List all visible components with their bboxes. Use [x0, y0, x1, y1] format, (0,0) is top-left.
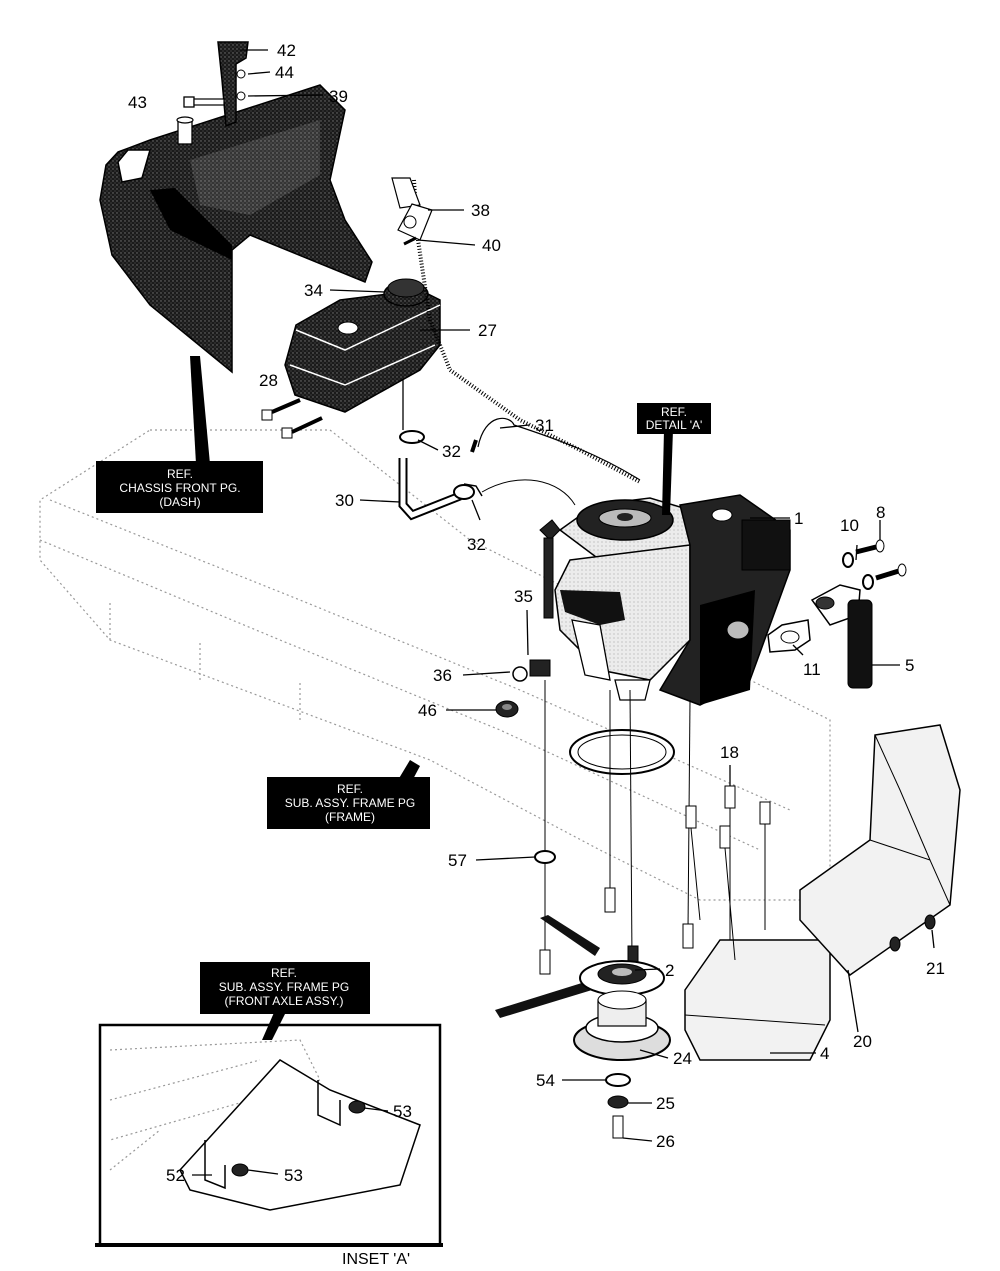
callout-24: 24 [673, 1049, 692, 1068]
washer-54 [605, 1073, 631, 1087]
heat-shield-4 [684, 939, 831, 1061]
ref-axle-line3: (FRONT AXLE ASSY.) [225, 994, 344, 1008]
callout-53-upper: 53 [393, 1102, 412, 1121]
ref-axle-line2: SUB. ASSY. FRAME PG [219, 980, 350, 994]
ref-chassis-line1: REF. [167, 467, 193, 481]
bolt-8 [855, 539, 907, 581]
callout-25: 25 [656, 1094, 675, 1113]
callout-52: 52 [166, 1166, 185, 1185]
callout-numbers: 42 44 43 39 38 40 34 27 28 31 32 30 32 1… [128, 41, 945, 1185]
washer-57 [534, 850, 556, 864]
callout-4: 4 [820, 1044, 829, 1063]
callout-36: 36 [433, 666, 452, 685]
ref-axle-line1: REF. [271, 966, 297, 980]
callout-30: 30 [335, 491, 354, 510]
callout-57: 57 [448, 851, 467, 870]
callout-21: 21 [926, 959, 945, 978]
callout-42: 42 [277, 41, 296, 60]
ref-box-frame: REF. SUB. ASSY. FRAME PG (FRAME) [267, 777, 430, 829]
callout-32-lower: 32 [467, 535, 486, 554]
callout-28: 28 [259, 371, 278, 390]
inset-a-label: INSET 'A' [342, 1251, 410, 1268]
callout-26: 26 [656, 1132, 675, 1151]
ref-box-detail-a: REF. DETAIL 'A' [637, 403, 711, 434]
inset-bolts-53 [231, 1100, 366, 1177]
seat-bracket [217, 41, 249, 128]
mount-bolt-leaders [544, 680, 691, 961]
pulley-24 [573, 990, 671, 1061]
callout-18: 18 [720, 743, 739, 762]
callout-44: 44 [275, 63, 294, 82]
callout-20: 20 [853, 1032, 872, 1051]
callout-54: 54 [536, 1071, 555, 1090]
oil-drain-36 [512, 659, 551, 682]
ref-detail-a-line1: REF. [661, 405, 687, 419]
throttle-control-38 [391, 177, 433, 246]
bolt-43 [183, 96, 225, 108]
callout-11: 11 [803, 660, 821, 679]
callout-31: 31 [535, 416, 554, 435]
engine-pulley-2 [579, 960, 665, 996]
callout-2: 2 [665, 961, 674, 980]
bolt-26 [612, 1115, 624, 1139]
leader-lines [192, 49, 935, 1176]
fuel-line-30 [398, 380, 462, 521]
lock-washer-10 [842, 552, 874, 590]
washer-25 [607, 1095, 629, 1109]
callout-39: 39 [329, 87, 348, 106]
callout-1: 1 [794, 509, 803, 528]
ref-pointers [190, 356, 673, 1040]
callout-53-lower: 53 [284, 1166, 303, 1185]
ref-box-front-axle: REF. SUB. ASSY. FRAME PG (FRONT AXLE ASS… [200, 962, 370, 1014]
shield-bolts-18 [685, 785, 771, 961]
frame-ghost-outline [39, 429, 831, 901]
engine-assembly [554, 494, 791, 706]
exhaust-pipe-5 [847, 599, 873, 689]
callout-32-upper: 32 [442, 442, 461, 461]
callout-40: 40 [482, 236, 501, 255]
callout-46: 46 [418, 701, 437, 720]
shield-bolts-21 [889, 914, 936, 952]
ref-box-chassis-front: REF. CHASSIS FRONT PG. (DASH) [96, 461, 263, 513]
callout-8: 8 [876, 503, 885, 522]
callout-10: 10 [840, 516, 859, 535]
callout-34: 34 [304, 281, 323, 300]
callout-35: 35 [514, 587, 533, 606]
ref-frame-line1: REF. [337, 782, 363, 796]
ref-chassis-line2: CHASSIS FRONT PG. [119, 481, 240, 495]
ref-detail-a-line2: DETAIL 'A' [646, 418, 703, 432]
side-cover-20 [799, 724, 961, 976]
callout-38: 38 [471, 201, 490, 220]
drive-belt [495, 915, 600, 1018]
callout-43: 43 [128, 93, 147, 112]
hose-clamp-32-lower [453, 483, 483, 500]
engine-mount-hole [569, 729, 675, 775]
callout-27: 27 [478, 321, 497, 340]
tank-bolts-28 [261, 398, 323, 439]
fuel-tank [284, 289, 441, 413]
exhaust-gasket-11 [767, 619, 811, 653]
fuel-cap [383, 278, 429, 307]
callout-5: 5 [905, 656, 914, 675]
ref-chassis-line3: (DASH) [159, 495, 200, 509]
dipstick-tube-35 [539, 519, 561, 619]
dash-panel [99, 84, 373, 374]
ref-frame-line2: SUB. ASSY. FRAME PG [285, 796, 416, 810]
ref-frame-line3: (FRAME) [325, 810, 375, 824]
plug-46 [495, 700, 519, 718]
